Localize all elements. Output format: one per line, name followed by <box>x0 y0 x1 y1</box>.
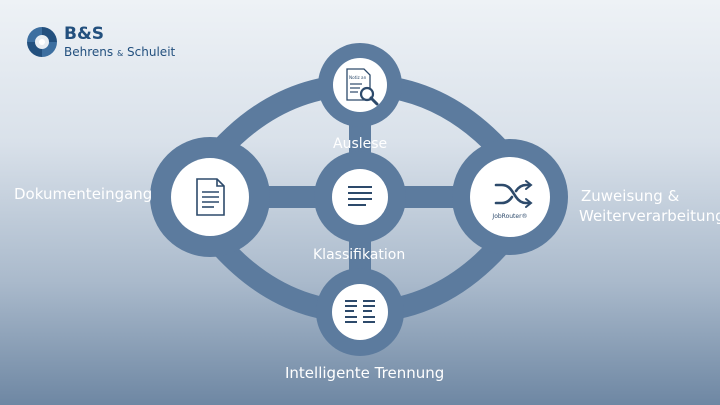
company-logo: B&S Behrens & Schuleit <box>24 24 184 64</box>
node-trennung <box>332 284 388 340</box>
shuffle-icon <box>494 180 533 208</box>
text-lines-icon <box>348 186 372 206</box>
node-zuweisung <box>470 157 550 237</box>
logo-company-name: Behrens & Schuleit <box>64 45 176 59</box>
label-klassifikation: Klassifikation <box>313 247 406 263</box>
label-zuweisung-line1: Zuweisung & <box>581 187 680 205</box>
label-dokumenteingang: Dokumenteingang <box>14 185 153 203</box>
node-klassifikation <box>332 169 388 225</box>
svg-text:Notiz an: Notiz an <box>349 75 367 80</box>
label-auslese: Auslese <box>333 136 388 152</box>
logo-mark-icon <box>27 27 57 57</box>
jobrouter-label: JobRouter® <box>491 213 527 220</box>
label-zuweisung-line2: Weiterverarbeitung <box>579 207 720 225</box>
split-document-icon <box>345 300 375 323</box>
document-icon <box>196 178 225 216</box>
document-search-icon: Notiz an <box>346 68 379 106</box>
logo-brand: B&S <box>64 24 105 44</box>
label-trennung: Intelligente Trennung <box>285 364 445 382</box>
